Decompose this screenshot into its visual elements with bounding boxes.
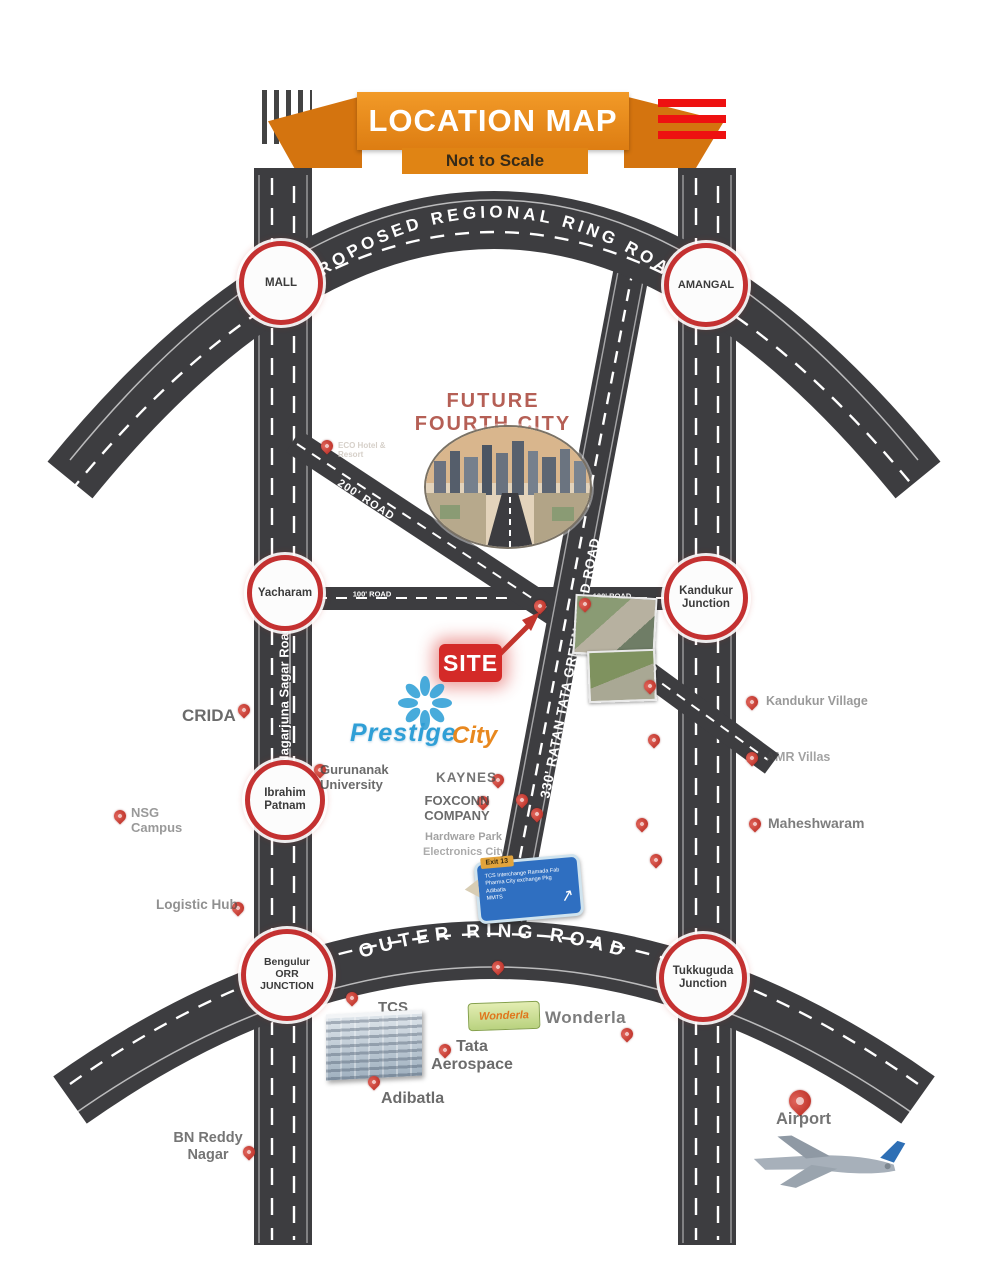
banner-stripe-decor-right xyxy=(658,99,726,107)
junction-mall: MALL xyxy=(239,241,323,325)
scale-note: Not to Scale xyxy=(402,148,588,174)
hotel-label: ECO Hotel & Resort xyxy=(338,441,386,460)
airport-label: Airport xyxy=(776,1110,831,1128)
kaynes-label: KAYNES xyxy=(436,770,498,785)
junction-bengulur-orr: Bengulur ORR JUNCTION xyxy=(241,929,333,1021)
brand-city: City xyxy=(452,722,498,749)
gurunanak-university-label: Gurunanak University xyxy=(320,762,389,792)
hardware-park-label: Hardware Park xyxy=(425,831,503,843)
bn-reddy-nagar-label: BN Reddy Nagar xyxy=(173,1130,243,1163)
airplane-image xyxy=(753,1135,906,1188)
tata-aerospace-label: Tata Aerospace xyxy=(431,1038,513,1074)
tcs-building-photo xyxy=(326,1009,422,1081)
adibatla-label: Adibatla xyxy=(381,1090,445,1107)
nsg-campus-label: NSG Campus xyxy=(131,805,183,835)
road-100-left-label: 100' ROAD xyxy=(352,589,392,599)
road-200-upper xyxy=(285,430,588,641)
site-marker: SITE xyxy=(439,644,502,682)
electronics-city-label: Electronics City xyxy=(423,846,507,858)
junction-tukkuguda: Tukkuguda Junction xyxy=(659,934,747,1022)
nagarjuna-sagar-road xyxy=(254,168,312,1245)
kandukur-village-label: Kandukur Village xyxy=(766,694,868,708)
site-callout-arrow xyxy=(498,612,540,656)
prestige-logo-icon xyxy=(398,676,452,730)
green-field-road xyxy=(488,238,655,937)
map-title-banner: LOCATION MAP xyxy=(357,92,629,150)
amr-villas-label: AMR Villas xyxy=(766,750,831,764)
crida-label: CRIDA xyxy=(182,706,236,725)
junction-amangal: AMANGAL xyxy=(664,243,748,327)
junction-kandukur: Kandukur Junction xyxy=(664,556,748,640)
nagarjuna-sagar-road-label: Nagarjuna Sagar Road xyxy=(276,625,292,765)
junction-yacharam: Yacharam xyxy=(247,555,323,631)
wonderla-logo: Wonderla xyxy=(467,1000,541,1032)
exit-sign-arrow-icon: ↗ xyxy=(558,886,576,907)
map-title: LOCATION MAP xyxy=(368,103,618,138)
maheshwaram-label: Maheshwaram xyxy=(768,815,865,831)
logistic-hub-label: Logistic Hub xyxy=(156,897,238,912)
regional-ring-road xyxy=(47,191,941,499)
wonderla-label: Wonderla xyxy=(545,1008,627,1027)
foxconn-label: FOXCONN COMPANY xyxy=(424,793,490,823)
banner-stripe-decor-right xyxy=(658,115,726,123)
junction-ibrahim-patnam: Ibrahim Patnam xyxy=(245,760,325,840)
wonderla-logo-text: Wonderla xyxy=(478,1009,530,1023)
future-city-photo xyxy=(424,425,592,549)
orr-exit-sign: Exit 13 TCS Interchange Ramada Fab Pharm… xyxy=(464,853,585,925)
road-photo xyxy=(587,648,657,704)
brand-prestige: Prestige xyxy=(350,719,457,747)
exit-sign-pointer xyxy=(464,879,480,899)
banner-stripe-decor-right xyxy=(658,131,726,139)
